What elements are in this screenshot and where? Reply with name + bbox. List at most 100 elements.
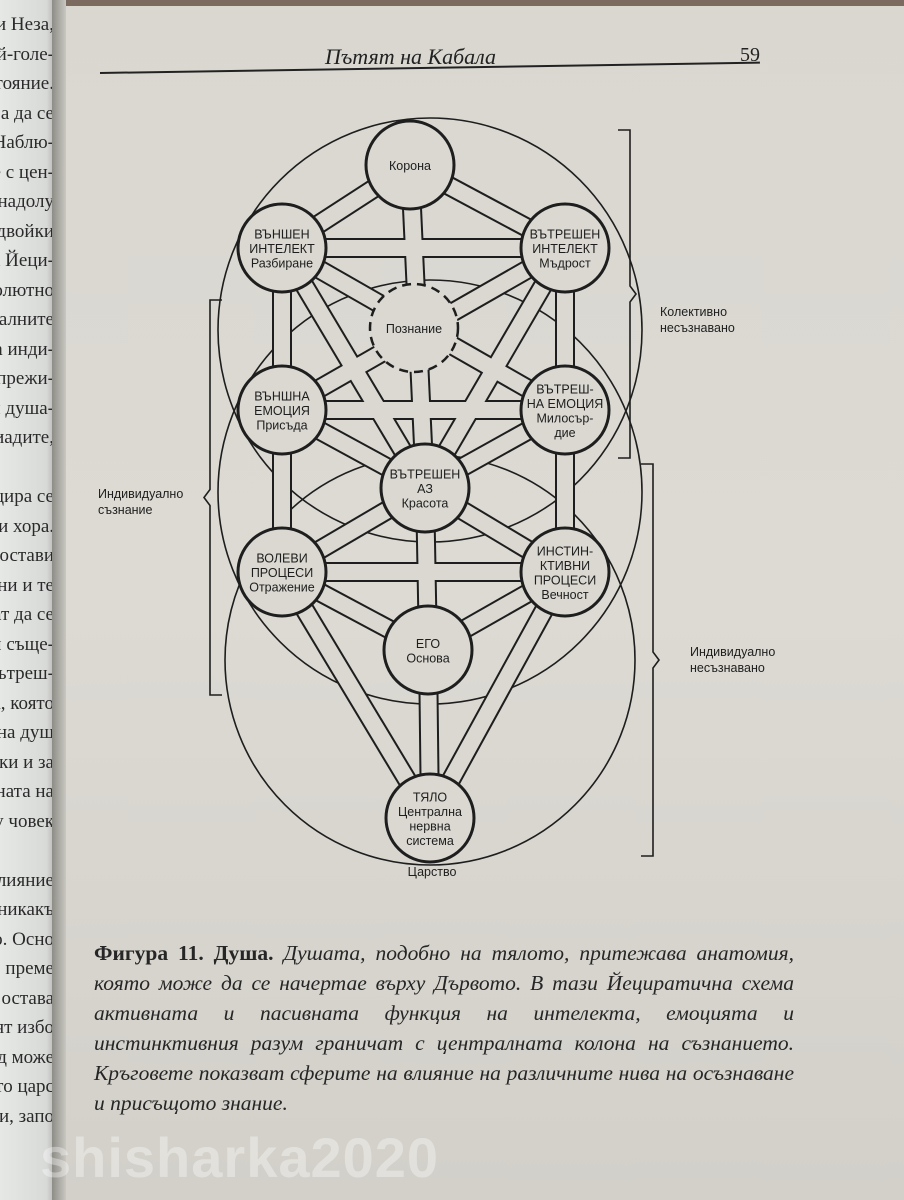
sefirah-knowledge: Познание [368,282,460,374]
left-page-text-line: Наблю- [0,132,54,153]
bracket-individual-conscious [203,299,222,696]
left-page-text-line: надолу [0,191,54,212]
sefirah-label: ЕМОЦИЯ [254,404,310,418]
left-page-text-line: а, която [0,692,54,714]
sefirah-label: ВЪНШЕН [254,228,309,242]
sefirah-label: ИНСТИН- [537,544,593,558]
left-page-text-line: д може [0,1046,54,1068]
left-page-text-line: ски и за [0,751,54,773]
left-page-text-line: ината на [0,781,54,802]
individual-conscious-label: съзнание [98,503,153,517]
sefirah-label: дие [554,426,575,440]
left-page-text-line: и душа- [0,397,54,419]
sefirah-label: Централна [398,805,462,819]
sefirah-label: ИНТЕЛЕКТ [249,242,315,256]
left-page-text-line: си, запо [0,1105,54,1127]
sefirah-label: НА ЕМОЦИЯ [527,397,604,411]
left-page-text-line: на инди- [0,338,54,360]
left-page-text-line: влияние [0,869,54,891]
left-page-text-line: цу човек [0,810,54,832]
sefirah-circle [236,526,328,618]
sefirah-label: Мъдрост [539,257,591,271]
sefirah-label: ВЪНШНА [254,390,310,404]
left-page-text-line: ай-голе- [0,43,54,65]
path-channel [275,567,437,823]
left-page-text-line: олютно [0,279,54,301]
left-page-text-line: постави [0,545,54,566]
sefirah-label: Милосър- [537,411,594,425]
left-page-text-line: стояние. [0,73,54,94]
sefirah-label: Познание [386,322,442,336]
sefirah-label: Красота [402,497,449,511]
page-top-edge [62,0,904,6]
watermark: shisharka2020 [40,1126,440,1189]
book-gutter [52,0,66,1200]
caption-body: Душата, подобно на тялото, притежава ана… [94,941,794,1115]
left-page-text-line: прежи- [0,368,54,389]
sefirah-crown: Корона [364,119,456,211]
left-page-text-line: двойки [0,220,54,242]
left-page-text-line: а Йеци- [0,250,54,271]
individual-unconscious-label: Индивидуално [690,645,775,659]
sefirah-label: ВЪТРЕШЕН [390,468,461,482]
sefirah-circle [519,202,611,294]
left-page-text-line: иалните [0,309,54,330]
sefirah-circle [519,526,611,618]
sefirah-circle [519,364,611,456]
page-number: 59 [740,44,760,66]
individual-conscious-label: Индивидуално [98,487,183,501]
sefirah-label: ЕГО [416,637,440,651]
individual-unconscious-label: несъзнавано [690,661,765,675]
sefirah-circle [236,364,328,456]
bracket-collective [618,129,637,459]
sefirah-circle [384,772,476,864]
sefirah-circle [379,442,471,534]
sefirah-label: КТИВНИ [540,559,590,573]
left-page-text-line: риадите, [0,427,54,448]
left-page-text-line: а да се [0,102,54,124]
sefirah-label: ВЪТРЕШ- [536,382,593,396]
sefirah-circle [382,604,474,696]
sefirah-label: Основа [406,651,449,665]
left-page-text-line: остава [1,987,54,1009]
sefirah-label: Корона [389,159,431,173]
sefirah-label: Вечност [541,588,588,602]
running-header-title: Пътят на Кабала [325,44,497,69]
sefirah-label: ПРОЦЕСИ [534,573,596,587]
figure-caption: Фигура 11. Душа. Душата, подобно на тяло… [94,938,794,1118]
left-page-text-line: в никакъ [0,899,54,920]
left-page-text-line: е с цен- [0,161,54,183]
sefirah-label: система [406,834,454,848]
sefirah-label: АЗ [417,482,433,496]
sefirah-label: Отражение [249,581,315,595]
left-page-text-line: ото царс [0,1076,54,1097]
sefirah-label: ИНТЕЛЕКТ [532,242,598,256]
path-channel [422,568,573,822]
kingdom-label: Царство [408,865,457,879]
left-page-text-line: е, преме [0,958,54,979]
sefirah-label: ТЯЛО [413,790,448,804]
left-page-text-line: ки хора. [0,515,54,537]
sefirah-label: Разбиране [251,257,313,271]
collective-unconscious-label: Колективно [660,305,727,319]
left-page-text-line: вътреш- [0,663,54,684]
sefirah-circle [236,202,328,294]
sefirah-label: нервна [409,819,450,833]
left-page-text-line: на душ [0,722,54,743]
caption-lead: Фигура 11. Душа. [94,941,274,965]
left-page-text-line: ият избо [0,1017,54,1038]
left-page-text-line: о. Осно [0,928,54,950]
left-page-text-line: и Неза, [0,14,54,35]
left-page-text-line: они и те [0,574,54,596]
sefirah-circle [364,119,456,211]
sefirah-label: ВОЛЕВИ [256,552,307,566]
left-page-text-line: и съще- [0,633,54,655]
sefirah-label: ПРОЦЕСИ [251,566,313,580]
